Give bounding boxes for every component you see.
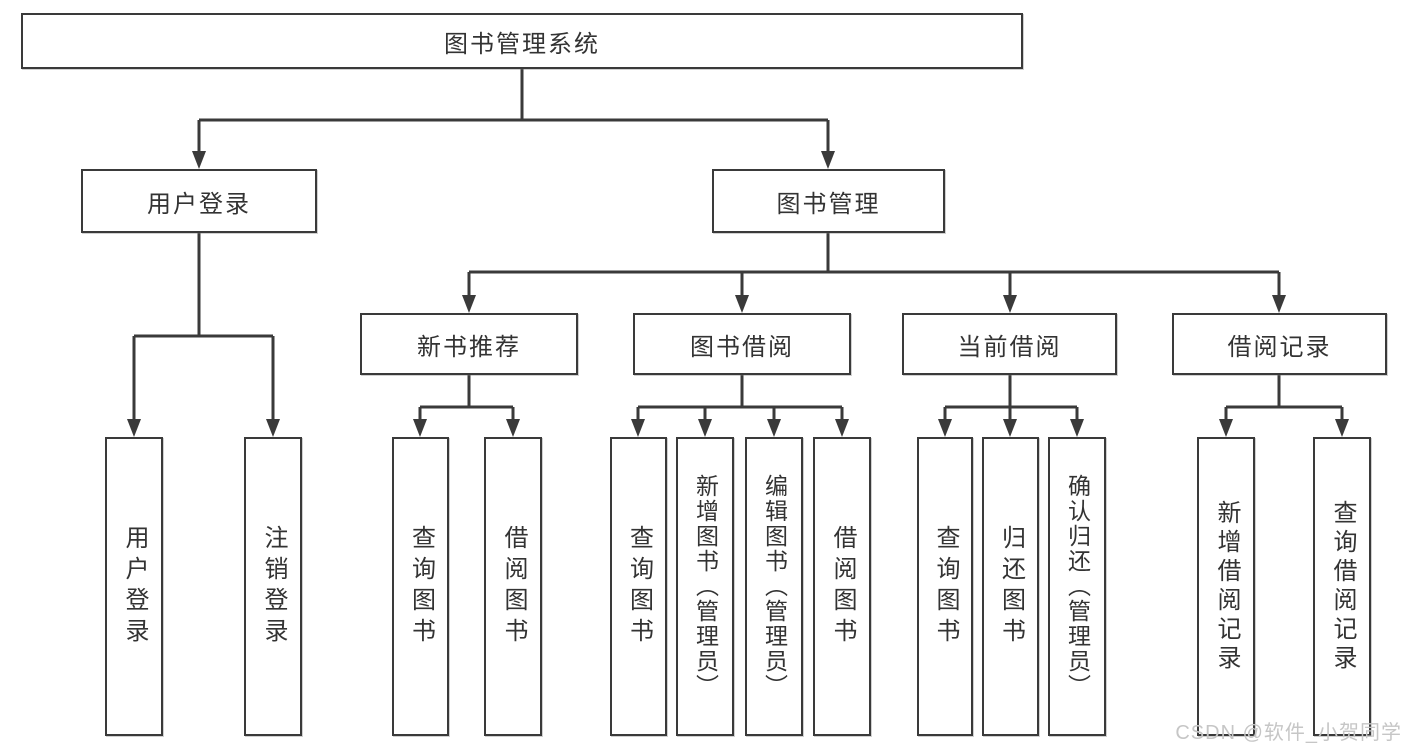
node-new-book-recommendation: 新书推荐 — [360, 313, 578, 375]
node-label: 当前借阅 — [957, 333, 1062, 361]
leaf-add-borrow-record: 新增借阅记录 — [1197, 437, 1255, 736]
node-library-management-system: 图书管理系统 — [21, 13, 1023, 69]
node-label: 图书管理 — [776, 190, 881, 218]
node-label: 查询图书 — [625, 524, 653, 649]
node-book-borrowing: 图书借阅 — [633, 313, 851, 375]
node-label: 用户登录 — [121, 524, 148, 649]
node-label: 归还图书 — [997, 524, 1025, 649]
leaf-add-books-admin: 新增图书（管理员） — [676, 437, 734, 736]
node-current-borrowing: 当前借阅 — [902, 313, 1117, 375]
node-user-login: 用户登录 — [81, 169, 317, 233]
node-label: 借阅图书 — [500, 524, 527, 649]
node-label: 新增借阅记录 — [1213, 499, 1240, 674]
leaf-edit-books-admin: 编辑图书（管理员） — [745, 437, 803, 736]
leaf-return-books: 归还图书 — [982, 437, 1039, 736]
csdn-watermark: CSDN @软件_小贺同学 — [1175, 722, 1402, 744]
node-label: 注销登录 — [260, 524, 287, 649]
leaf-user-login: 用户登录 — [105, 437, 163, 736]
node-label: 用户登录 — [147, 190, 251, 218]
node-label: 新增图书（管理员） — [692, 474, 719, 699]
node-label: 新书推荐 — [417, 333, 521, 361]
leaf-query-books-2: 查询图书 — [610, 437, 667, 736]
leaf-borrow-books-2: 借阅图书 — [813, 437, 871, 736]
node-label: 借阅图书 — [829, 524, 856, 649]
tree-connector-path — [132, 69, 1344, 421]
node-label: 查询图书 — [407, 524, 435, 649]
node-label: 图书管理系统 — [444, 30, 600, 58]
node-label: 图书借阅 — [690, 333, 794, 361]
node-borrowing-records: 借阅记录 — [1172, 313, 1387, 375]
node-label: 编辑图书（管理员） — [761, 474, 788, 699]
leaf-query-books-3: 查询图书 — [917, 437, 973, 736]
node-label: 借阅记录 — [1227, 333, 1332, 361]
node-label: 确认归还（管理员） — [1064, 474, 1091, 699]
leaf-query-books-1: 查询图书 — [392, 437, 449, 736]
leaf-logout: 注销登录 — [244, 437, 302, 736]
node-label: 查询图书 — [932, 524, 959, 649]
leaf-borrow-books-1: 借阅图书 — [484, 437, 542, 736]
leaf-query-borrow-record: 查询借阅记录 — [1313, 437, 1371, 736]
leaf-confirm-return-admin: 确认归还（管理员） — [1048, 437, 1106, 736]
node-label: 查询借阅记录 — [1329, 499, 1356, 674]
arrowheads — [127, 151, 1349, 437]
node-book-management: 图书管理 — [712, 169, 945, 233]
